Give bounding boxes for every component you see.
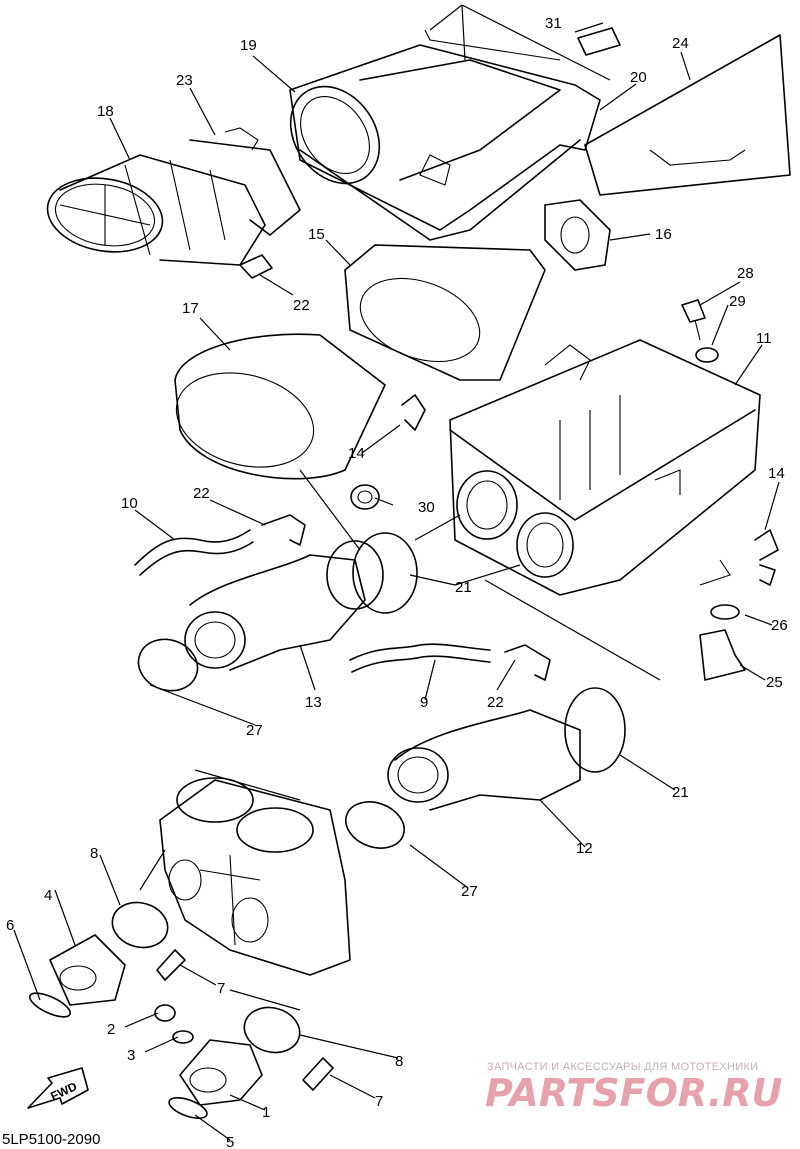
part-label: 6 <box>6 917 14 934</box>
part-label: 22 <box>193 485 210 502</box>
part-label: 7 <box>375 1093 383 1110</box>
part-label: 2 <box>107 1021 115 1038</box>
part-label: 25 <box>766 674 783 691</box>
part-clamp-21-lower <box>564 687 626 773</box>
part-label: 15 <box>308 226 325 243</box>
part-cover-24 <box>584 34 791 196</box>
part-label: 13 <box>305 694 322 711</box>
part-label: 3 <box>127 1047 135 1064</box>
part-label: 29 <box>729 293 746 310</box>
part-label: 11 <box>756 330 772 347</box>
part-label: 27 <box>246 722 263 739</box>
watermark-brand: PARTSFOR.RU <box>485 1071 783 1115</box>
part-hose-10 <box>134 529 254 576</box>
part-clip-14-upper <box>401 394 426 431</box>
part-label: 10 <box>121 495 138 512</box>
part-filter-element-18 <box>46 154 266 266</box>
part-label: 18 <box>97 103 114 120</box>
part-joint-13 <box>184 540 384 671</box>
drawing-code: 5LP5100-2090 <box>2 1131 100 1148</box>
part-cap-2 <box>154 1004 176 1022</box>
watermark: ЗАПЧАСТИ И АКСЕССУАРЫ ДЛЯ МОТОТЕХНИКИ PA… <box>485 1061 783 1115</box>
part-joint-4 <box>49 934 126 1006</box>
part-label: 31 <box>545 15 562 32</box>
part-filter-sleeve-17 <box>174 333 386 480</box>
part-gasket-31 <box>577 27 621 56</box>
fwd-label: FWD <box>48 1079 79 1103</box>
part-screw-7-upper <box>156 949 186 981</box>
part-clamp-8-lower <box>243 1006 301 1054</box>
part-o-ring-6 <box>28 992 72 1018</box>
part-grommet-30 <box>350 484 380 510</box>
part-label: 14 <box>348 445 365 462</box>
watermark-tagline: ЗАПЧАСТИ И АКСЕССУАРЫ ДЛЯ МОТОТЕХНИКИ <box>487 1061 758 1073</box>
part-drain-25 <box>699 629 746 681</box>
part-clip-14-right <box>754 529 779 586</box>
part-label: 17 <box>182 300 199 317</box>
part-air-filter-case-11 <box>449 339 761 596</box>
part-label: 27 <box>461 883 478 900</box>
part-filter-frame-23 <box>189 127 301 236</box>
part-o-ring-5 <box>168 1097 208 1119</box>
part-label: 21 <box>455 579 472 596</box>
part-label: 24 <box>672 35 689 52</box>
part-fitting-22-lower <box>504 644 551 681</box>
part-label: 22 <box>487 694 504 711</box>
part-joint-12 <box>387 709 581 811</box>
part-carburetor-assembly <box>159 777 351 976</box>
part-label: 1 <box>262 1104 270 1121</box>
part-hose-9 <box>349 643 491 673</box>
part-label: 8 <box>90 845 98 862</box>
part-label: 22 <box>293 297 310 314</box>
part-label: 5 <box>226 1134 234 1149</box>
part-joint-1 <box>179 1039 263 1106</box>
part-fitting-22-upper <box>239 254 306 546</box>
part-label: 28 <box>737 265 754 282</box>
part-clip-3 <box>172 1030 194 1044</box>
part-label: 19 <box>240 37 257 54</box>
part-labels: 31 19 24 20 23 18 16 15 28 29 11 22 17 1… <box>6 15 788 1149</box>
part-plate-16 <box>544 199 611 271</box>
part-clamp-21-upper <box>352 532 418 614</box>
part-label: 16 <box>655 226 672 243</box>
part-intake-duct-19 <box>289 29 601 241</box>
part-screw-7-lower <box>302 1057 334 1091</box>
part-label: 21 <box>672 784 689 801</box>
part-bolt-28 <box>681 299 706 341</box>
part-label: 4 <box>44 887 52 904</box>
part-label: 20 <box>630 69 647 86</box>
leader-lines <box>13 4 780 1141</box>
part-label: 12 <box>576 840 593 857</box>
part-label: 9 <box>420 694 428 711</box>
part-label: 8 <box>395 1053 403 1070</box>
fwd-arrow-icon: FWD <box>27 1067 89 1109</box>
part-filter-seal-15 <box>344 244 546 381</box>
part-clamp-8-upper <box>111 901 169 949</box>
part-label: 26 <box>771 617 788 634</box>
part-label: 14 <box>768 465 785 482</box>
part-washer-29 <box>695 347 719 363</box>
part-label: 7 <box>217 980 225 997</box>
part-label: 23 <box>176 72 193 89</box>
part-clamp-27-lower <box>345 801 405 849</box>
part-clip-26 <box>710 604 740 620</box>
part-clamp-27-upper <box>137 638 199 692</box>
part-label: 30 <box>418 499 435 516</box>
